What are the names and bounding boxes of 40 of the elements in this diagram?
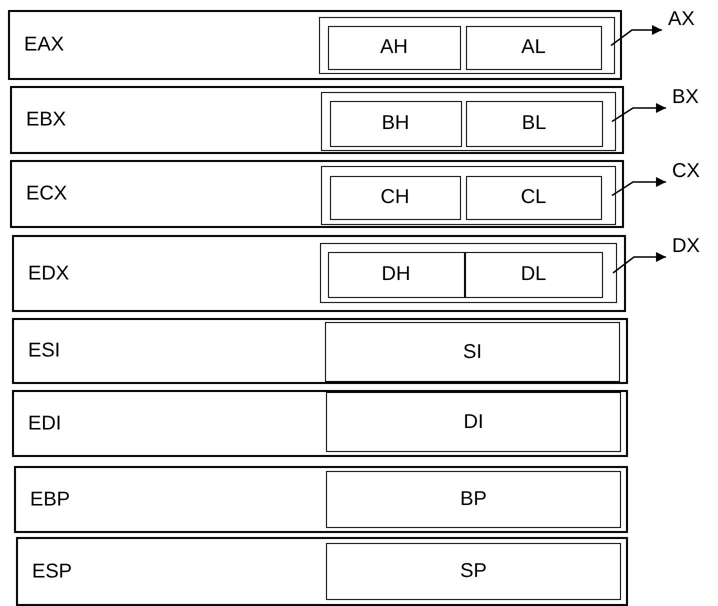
register-name: DX — [672, 235, 712, 261]
register-box — [319, 17, 615, 74]
register-name: EDX — [28, 262, 70, 285]
register-name: AX — [668, 8, 708, 34]
register-name: EBX — [26, 108, 66, 132]
register-box — [8, 10, 622, 80]
register-box — [14, 466, 628, 533]
register-box — [12, 318, 628, 384]
register-part-box: DH — [328, 252, 464, 298]
register-part-box: CH — [330, 176, 460, 220]
register-part-box: AH — [328, 26, 460, 70]
register-name: EBP — [30, 488, 70, 511]
register-part-box: DI — [326, 392, 621, 452]
arrow — [612, 103, 666, 122]
arrow — [612, 177, 666, 196]
register-part-box: BP — [326, 471, 621, 528]
register-part-box: CL — [466, 176, 602, 220]
register-part-box: BL — [466, 100, 602, 146]
arrow — [612, 252, 666, 274]
register-part-box: AL — [466, 26, 602, 70]
register-name: ESP — [32, 560, 72, 583]
register-box — [320, 243, 617, 303]
register-box — [12, 390, 628, 457]
register-box — [10, 86, 624, 154]
register-box — [321, 92, 616, 151]
register-part-box: DL — [464, 252, 602, 298]
register-name: EDI — [28, 412, 62, 435]
register-name: BX — [672, 86, 712, 112]
register-part-box: BH — [330, 100, 462, 146]
register-box — [10, 160, 624, 228]
register-box — [321, 166, 616, 225]
register-name: ESI — [28, 340, 60, 362]
register-part-box: SP — [326, 543, 621, 600]
register-name: CX — [672, 160, 712, 186]
register-box — [16, 537, 628, 606]
register-name: EAX — [24, 34, 64, 56]
register-part-box: SI — [325, 322, 620, 382]
register-box — [12, 235, 626, 312]
arrow — [610, 25, 662, 46]
register-name: ECX — [26, 182, 68, 206]
